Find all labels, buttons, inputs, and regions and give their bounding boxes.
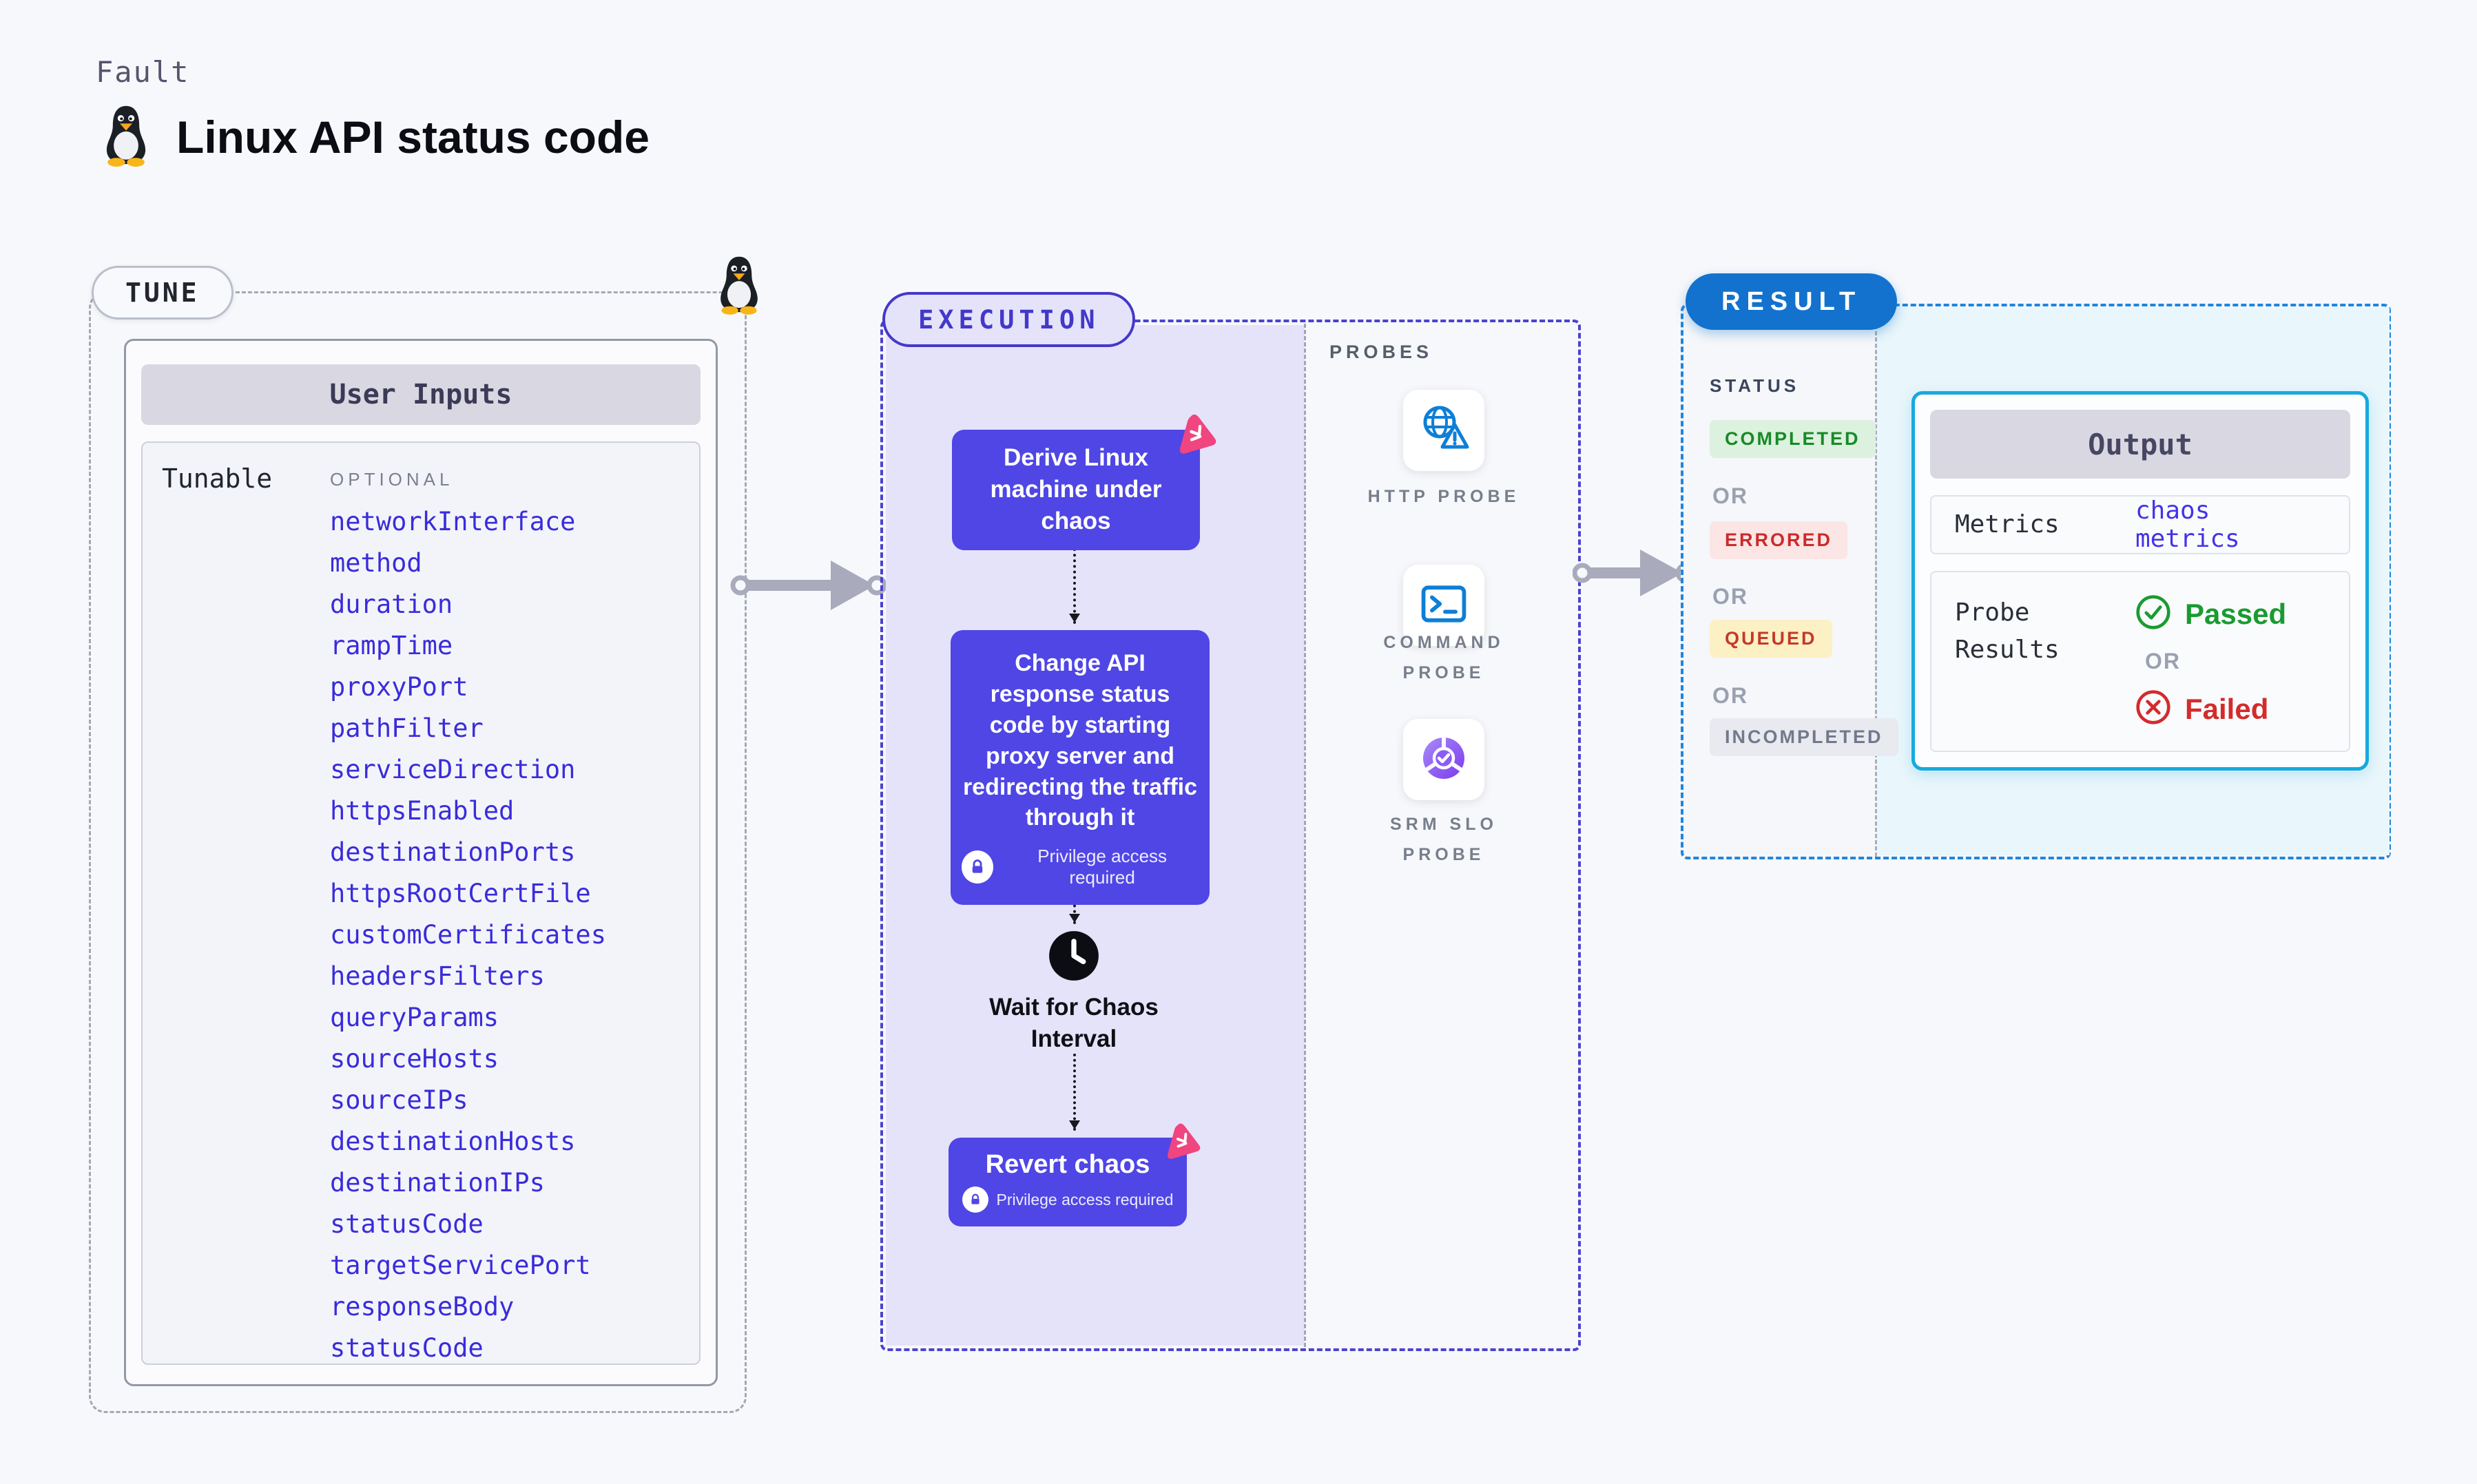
linux-penguin-icon (98, 103, 154, 170)
page-title: Linux API status code (176, 111, 650, 163)
failed-label: Failed (2185, 692, 2269, 725)
step-change-status-code-label: Change API response status code by start… (962, 650, 1198, 831)
check-circle-icon (2135, 594, 2171, 634)
output-header: Output (1930, 410, 2350, 479)
privilege-note: Privilege access required (996, 1190, 1174, 1209)
srm-slo-probe-card (1403, 719, 1484, 800)
clock-icon (1048, 930, 1100, 985)
srm-slo-probe-label: SRM SLO PROBE (1390, 815, 1497, 864)
tunable-param: statusCode (330, 1209, 484, 1239)
tunable-param: duration (330, 589, 453, 619)
tunable-param: sourceIPs (330, 1085, 468, 1115)
tunable-param: httpsEnabled (330, 796, 515, 826)
flow-arrow-execution-to-result (1572, 539, 1697, 611)
tunable-param: customCertificates (330, 920, 606, 950)
tunable-param: httpsRootCertFile (330, 879, 591, 908)
or-separator: OR (1712, 584, 1748, 609)
tunable-param: destinationIPs (330, 1168, 545, 1198)
probe-results-label: Probe Results (1955, 598, 2060, 664)
lock-icon (962, 850, 994, 884)
step-change-status-code: Change API response status code by start… (951, 630, 1210, 906)
tunable-param: queryParams (330, 1003, 499, 1032)
status-column-label: STATUS (1710, 375, 1800, 396)
tune-section (89, 291, 747, 1413)
tunable-param: pathFilter (330, 713, 484, 743)
tune-badge: TUNE (92, 266, 234, 320)
tunable-param: rampTime (330, 631, 453, 660)
tunable-param: responseBody (330, 1292, 515, 1321)
connector-wait-revert (1069, 1054, 1080, 1131)
result-divider (1875, 306, 1877, 857)
tunable-param: proxyPort (330, 672, 468, 702)
http-probe-label: HTTP PROBE (1367, 487, 1520, 506)
execution-badge: EXECUTION (882, 292, 1136, 347)
status-badge-errored: ERRORED (1710, 521, 1848, 559)
step-revert-chaos-label: Revert chaos (985, 1150, 1150, 1179)
tunables-panel: Tunable OPTIONAL networkInterface method d… (141, 441, 701, 1365)
or-separator: OR (2145, 649, 2181, 673)
tunable-param-list: networkInterface method duration rampTime pr… (330, 509, 606, 1361)
terminal-icon (1418, 578, 1470, 634)
flow-arrow-tune-to-execution (730, 551, 889, 623)
privilege-row: Privilege access required (962, 1187, 1174, 1213)
x-circle-icon (2135, 689, 2171, 729)
tunable-row-label: Tunable (162, 463, 273, 494)
globe-alert-icon (1416, 401, 1471, 460)
or-separator: OR (1712, 683, 1748, 708)
command-probe-label: COMMAND PROBE (1383, 633, 1504, 682)
tunable-param: networkInterface (330, 507, 576, 536)
or-separator: OR (1712, 483, 1748, 508)
privilege-note: Privilege access required (1037, 846, 1168, 888)
probe-results-row: Probe Results Passed OR (1930, 571, 2350, 752)
passed-label: Passed (2185, 597, 2287, 630)
http-probe-card (1403, 390, 1484, 471)
tunable-param: headersFilters (330, 961, 545, 991)
fault-kind-label: Fault (96, 55, 190, 89)
step-derive-machine-label: Derive Linux machine under chaos (990, 444, 1162, 535)
output-card: Output Metrics chaos metrics Probe Resul… (1911, 391, 2369, 771)
command-probe-card (1403, 565, 1484, 646)
linux-penguin-icon-small (712, 251, 766, 322)
privilege-row: Privilege access required (962, 846, 1199, 888)
metrics-row: Metrics chaos metrics (1930, 495, 2350, 554)
tunable-param: targetServicePort (330, 1251, 591, 1280)
status-badge-completed: COMPLETED (1710, 420, 1876, 458)
tunable-param: method (330, 548, 422, 578)
tunable-param: sourceHosts (330, 1044, 499, 1074)
optional-column-label: OPTIONAL (330, 469, 454, 490)
metrics-label: Metrics (1955, 510, 2060, 539)
tunable-param: destinationPorts (330, 837, 576, 867)
connector-step1-step2 (1069, 543, 1080, 624)
step-derive-machine: Derive Linux machine under chaos (952, 414, 1216, 550)
chaos-icon (1159, 1118, 1203, 1165)
user-inputs-header: User Inputs (141, 364, 701, 425)
status-badge-incompleted: INCOMPLETED (1710, 718, 1898, 756)
probe-passed-item: Passed (2135, 594, 2286, 634)
step-revert-chaos: Revert chaos Privilege access required (949, 1123, 1201, 1226)
tunable-param: statusCode (330, 1333, 484, 1363)
probe-failed-item: Failed (2135, 689, 2286, 729)
slo-donut-icon (1416, 731, 1471, 789)
lock-icon (962, 1187, 988, 1213)
result-badge: RESULT (1686, 273, 1898, 330)
chaos-icon (1171, 409, 1220, 461)
probes-divider (1304, 324, 1306, 1347)
tunable-param: destinationHosts (330, 1127, 576, 1156)
probes-section-label: PROBES (1329, 342, 1433, 362)
status-badge-queued: QUEUED (1710, 620, 1832, 658)
tunable-param: serviceDirection (330, 755, 576, 784)
user-inputs-card: User Inputs Tunable OPTIONAL networkInte… (124, 339, 718, 1386)
page-title-row: Linux API status code (98, 103, 650, 170)
wait-for-chaos-label: Wait for Chaos Interval (989, 994, 1159, 1053)
metrics-value: chaos metrics (2135, 497, 2240, 553)
